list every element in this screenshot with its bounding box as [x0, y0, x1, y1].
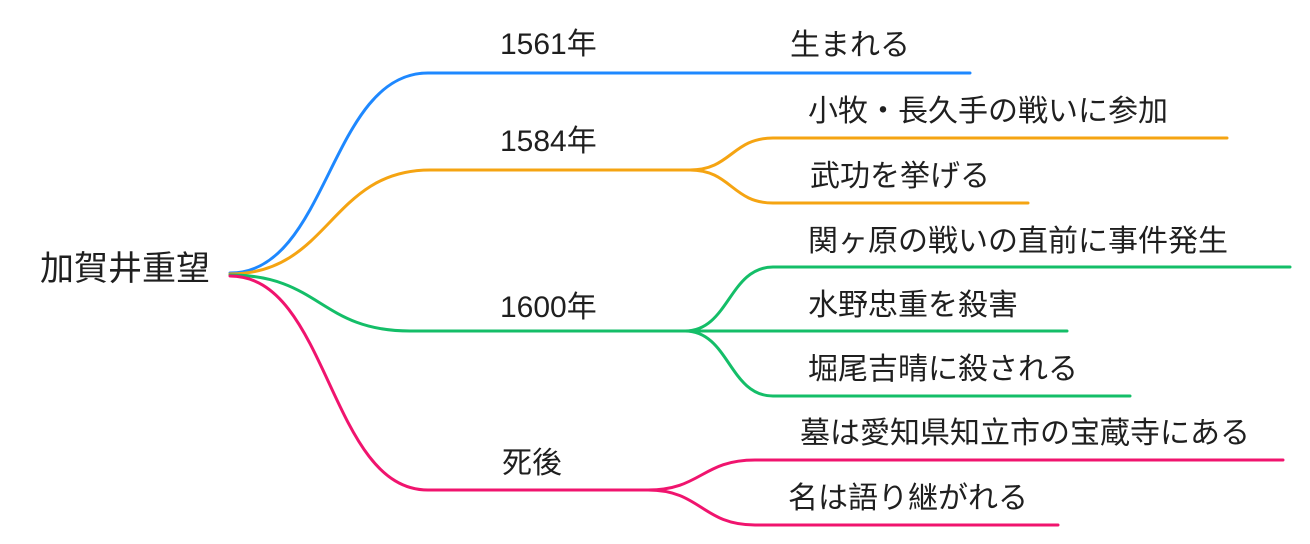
child-grave-hozoji-label[interactable]: 墓は愛知県知立市の宝蔵寺にある — [800, 417, 1250, 450]
link-1584-to-military-merit — [688, 168, 1030, 205]
branch-1584-label[interactable]: 1584年 — [500, 125, 597, 158]
child-mizuno-tadashige-label[interactable]: 水野忠重を殺害 — [808, 289, 1018, 322]
child-military-merit-label[interactable]: 武功を挙げる — [810, 160, 990, 193]
link-shigo-to-grave-hozoji — [646, 458, 1285, 492]
child-horio-yoshiharu-label[interactable]: 堀尾吉晴に殺される — [808, 353, 1078, 386]
child-name-remembered-label[interactable]: 名は語り継がれる — [788, 482, 1028, 515]
child-sekigahara-incident-label[interactable]: 関ヶ原の戦いの直前に事件発生 — [808, 225, 1228, 258]
child-born-label[interactable]: 生まれる — [790, 29, 910, 62]
link-root-to-1561 — [228, 71, 972, 275]
link-shigo-to-name-remembered — [646, 488, 1060, 527]
child-komaki-battle-label[interactable]: 小牧・長久手の戦いに参加 — [808, 95, 1168, 128]
link-root-to-1600 — [228, 273, 687, 333]
link-1584-to-komaki-battle — [688, 136, 1229, 172]
branch-shigo-label[interactable]: 死後 — [502, 447, 562, 480]
branch-1561-label[interactable]: 1561年 — [500, 28, 597, 61]
link-root-to-shigo — [228, 274, 650, 492]
link-1600-to-horio-yoshiharu — [683, 329, 1132, 398]
link-root-to-1584 — [228, 168, 692, 276]
link-1600-to-sekigahara-incident — [683, 265, 1292, 333]
root-node-label[interactable]: 加賀井重望 — [40, 250, 210, 288]
branch-1600-label[interactable]: 1600年 — [500, 291, 597, 324]
